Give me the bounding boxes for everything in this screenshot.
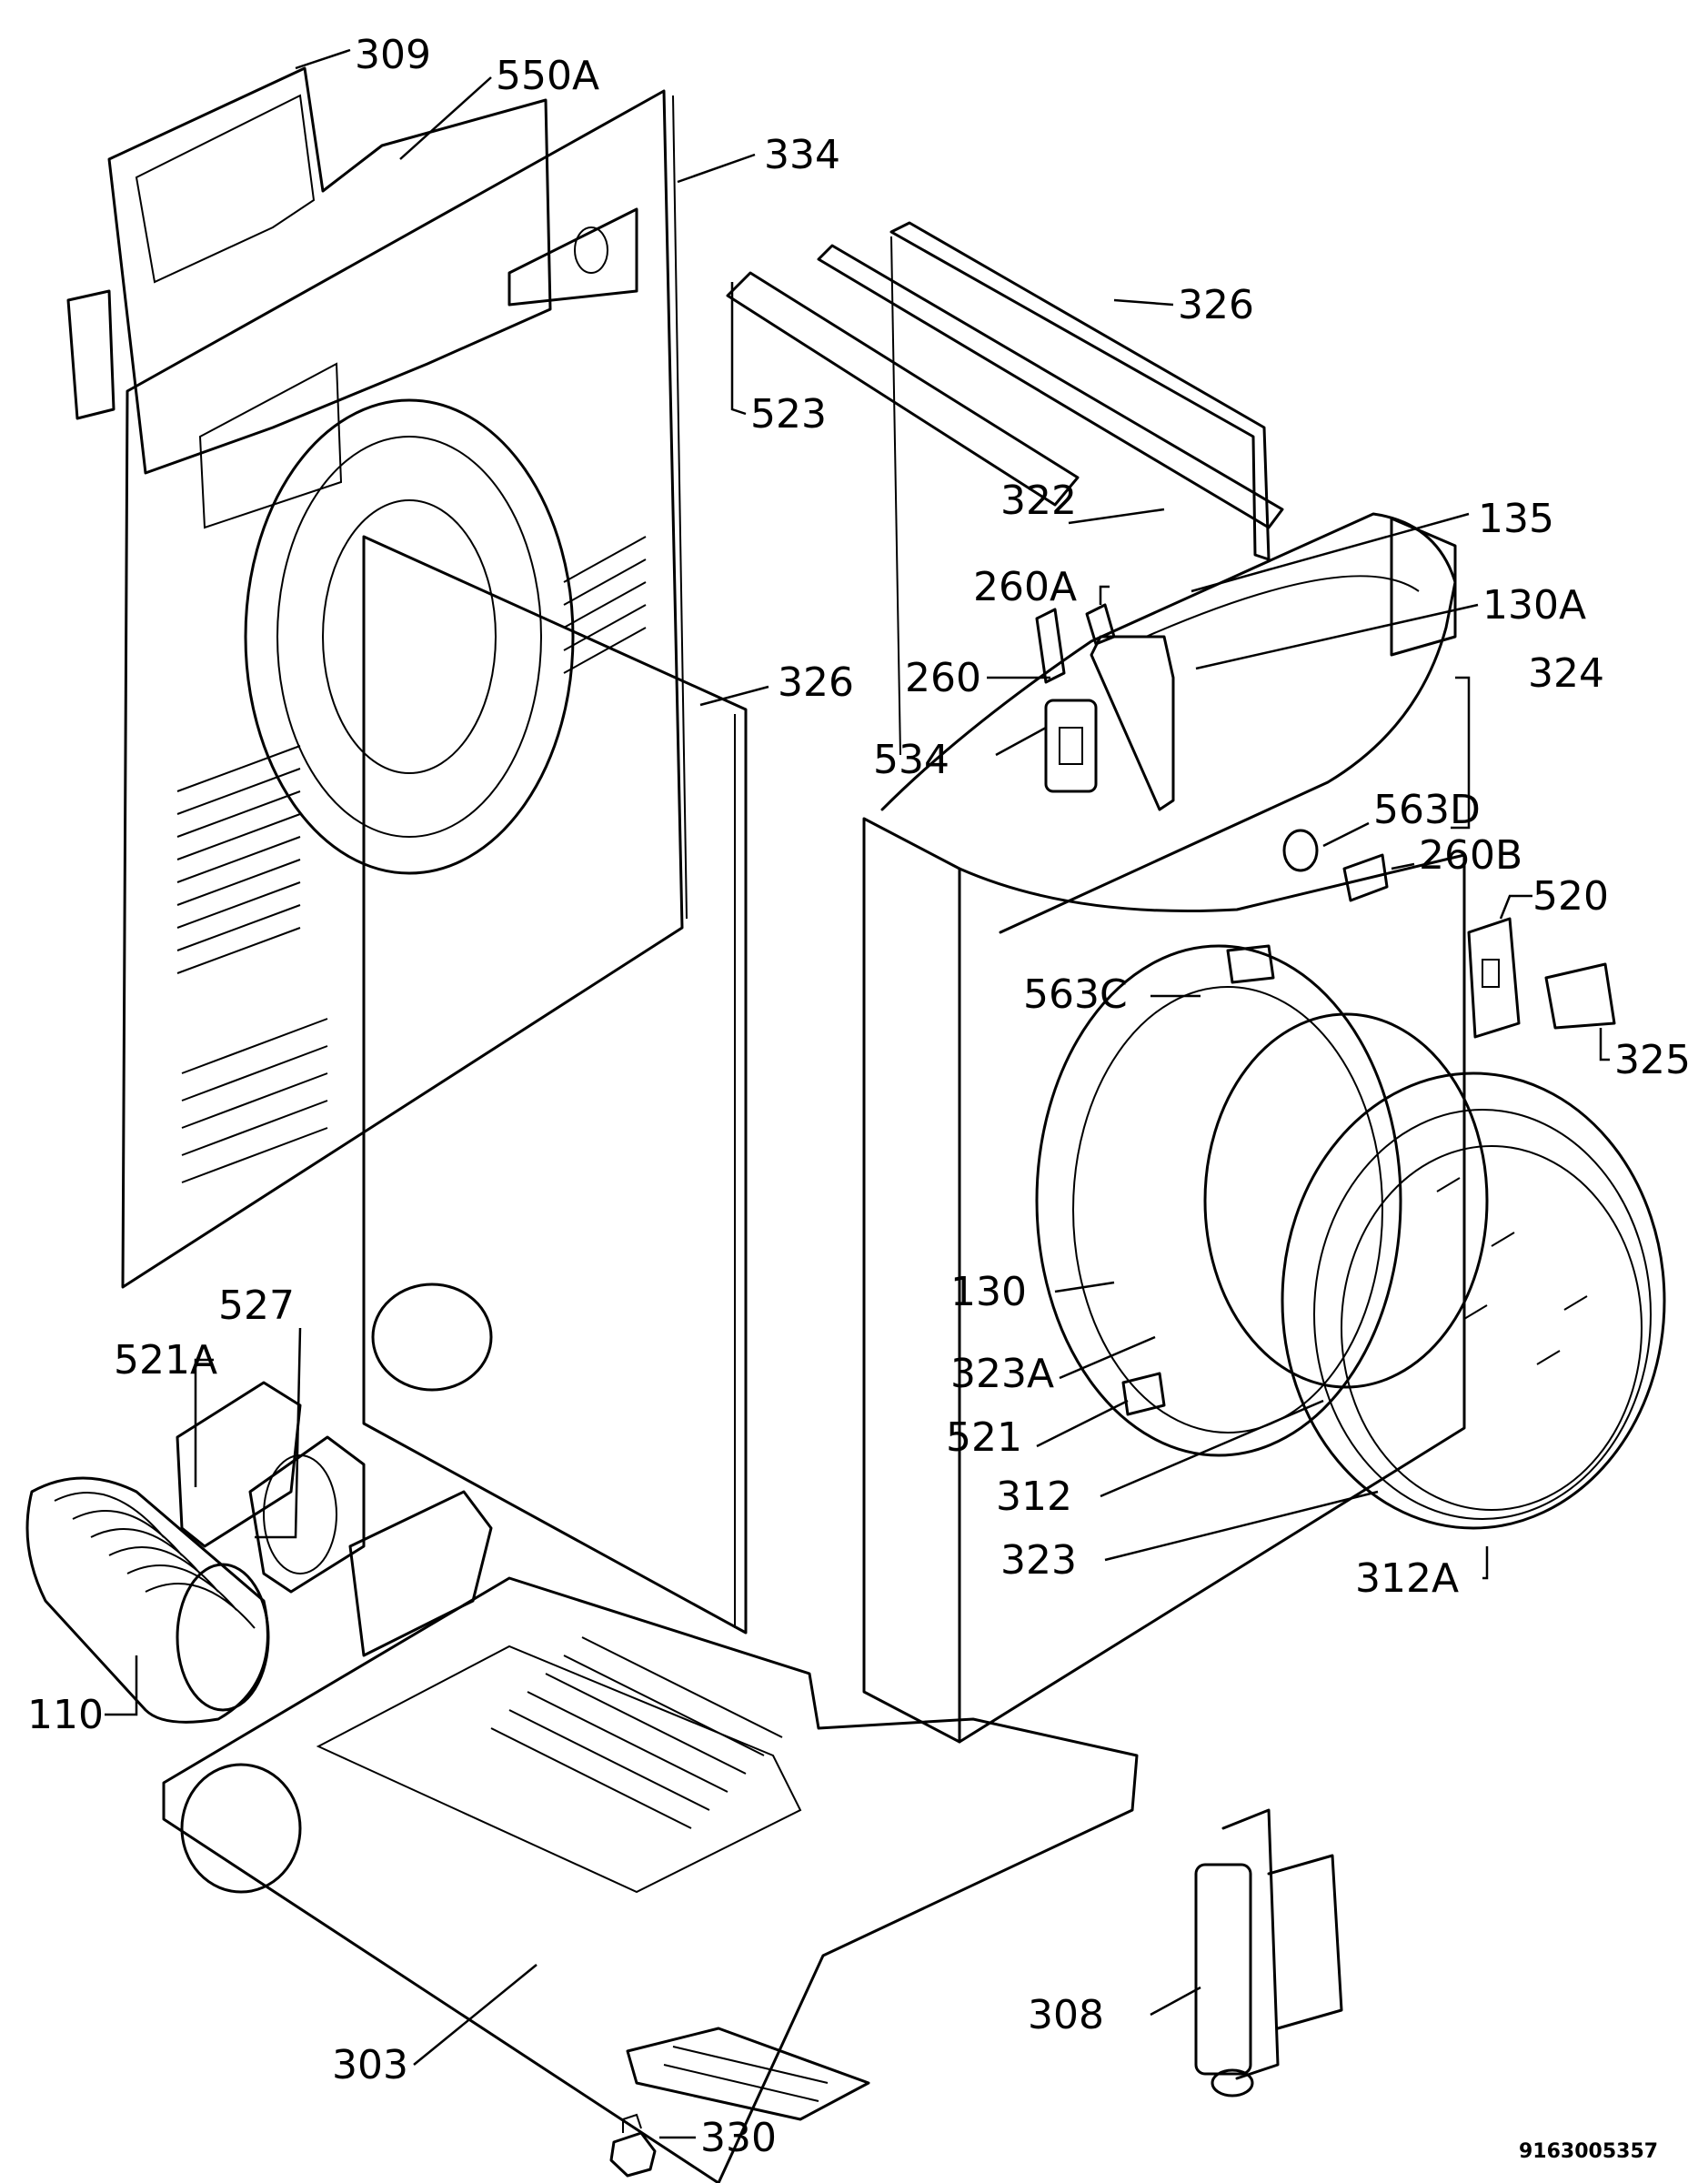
part-label: 308 bbox=[1028, 1992, 1104, 2038]
door-hinge bbox=[1194, 1808, 1343, 2097]
part-label: 325 bbox=[1614, 1037, 1691, 1083]
part-label: 260B bbox=[1419, 832, 1522, 879]
side-panel bbox=[362, 535, 748, 1635]
small-hardware bbox=[1035, 603, 1616, 1416]
part-labels: 309 550A 334 326 523 322 135 260A 130A 3… bbox=[27, 32, 1691, 2163]
part-label: 303 bbox=[332, 2042, 408, 2088]
part-label: 521A bbox=[114, 1337, 217, 1383]
part-label: 520 bbox=[1532, 873, 1609, 920]
part-label: 312A bbox=[1355, 1555, 1459, 1602]
document-number: 9163005357 bbox=[1519, 2140, 1658, 2163]
part-label: 323A bbox=[950, 1351, 1054, 1397]
part-label: 130 bbox=[950, 1269, 1027, 1315]
part-label: 322 bbox=[1000, 478, 1077, 524]
leader-lines bbox=[105, 48, 1610, 2139]
part-label: 326 bbox=[1178, 282, 1254, 328]
adjustable-foot bbox=[609, 2113, 657, 2178]
part-label: 534 bbox=[873, 737, 949, 783]
part-label: 527 bbox=[218, 1283, 295, 1329]
part-label: 324 bbox=[1528, 650, 1604, 697]
front-panel bbox=[862, 512, 1466, 1744]
base-pan bbox=[162, 1576, 1139, 2183]
part-label: 135 bbox=[1478, 496, 1554, 542]
part-label: 563C bbox=[1023, 971, 1128, 1018]
rear-panel-vents bbox=[176, 536, 647, 1183]
part-label: 550A bbox=[496, 53, 599, 99]
door-ring bbox=[1035, 944, 1666, 1530]
part-label: 312 bbox=[996, 1474, 1072, 1520]
part-label: 260 bbox=[905, 655, 981, 701]
exhaust-duct bbox=[25, 1381, 493, 1724]
part-label: 130A bbox=[1482, 582, 1586, 629]
part-label: 330 bbox=[700, 2115, 777, 2161]
part-label: 521 bbox=[946, 1414, 1022, 1461]
part-label: 323 bbox=[1000, 1537, 1077, 1584]
rear-panel bbox=[66, 66, 688, 1289]
part-label: 260A bbox=[973, 564, 1077, 610]
seal-strips bbox=[726, 221, 1284, 756]
part-label: 563D bbox=[1373, 787, 1481, 833]
part-label: 309 bbox=[355, 32, 431, 78]
part-label: 110 bbox=[27, 1692, 104, 1738]
part-label: 334 bbox=[764, 132, 840, 178]
part-label: 326 bbox=[778, 659, 854, 706]
part-label: 523 bbox=[750, 391, 827, 438]
